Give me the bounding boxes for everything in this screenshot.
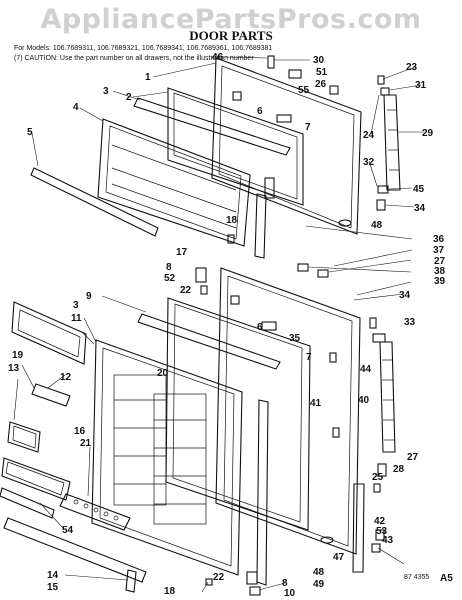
page-title: DOOR PARTS [189, 28, 273, 43]
callout-22: 22 [180, 285, 192, 296]
door-shelf-bin-small [7, 421, 41, 453]
corner-mark: A5 [440, 573, 453, 584]
callout-16: 16 [74, 426, 86, 437]
callout-52: 52 [164, 273, 176, 284]
callout-15: 15 [47, 582, 59, 593]
callout-11: 11 [71, 313, 82, 324]
callout-54: 54 [62, 525, 74, 536]
callout-19: 19 [12, 350, 24, 361]
callout-40: 40 [358, 395, 370, 406]
callout-27b: 27 [407, 452, 419, 463]
corner-code: 87 4355 [404, 574, 429, 581]
callout-22b: 22 [213, 572, 225, 583]
callout-37: 37 [433, 245, 445, 256]
watermark: AppliancePartsPros.com [40, 4, 422, 35]
lower-door-handle [352, 317, 396, 573]
callout-17: 17 [176, 247, 188, 258]
callout-34b: 34 [399, 290, 411, 301]
callout-32: 32 [363, 157, 375, 168]
callout-33: 33 [404, 317, 416, 328]
callout-14: 14 [47, 570, 59, 581]
callout-3b: 3 [73, 300, 79, 311]
callout-34: 34 [414, 203, 426, 214]
callout-9: 9 [86, 291, 92, 302]
door-shelf-rail [0, 487, 55, 519]
callout-labels: 46 30 51 26 1 55 23 31 2 3 6 7 4 24 29 5… [8, 52, 446, 599]
callout-18b: 18 [164, 586, 176, 597]
callout-48b: 48 [313, 567, 325, 578]
callout-6: 6 [257, 106, 263, 117]
callout-45: 45 [413, 184, 425, 195]
upper-breaker-strip [133, 97, 291, 156]
callout-35: 35 [289, 333, 301, 344]
callout-46: 46 [212, 52, 224, 63]
callout-28: 28 [393, 464, 405, 475]
callout-55: 55 [298, 85, 310, 96]
dairy-door-assembly [11, 301, 87, 365]
callout-41: 41 [310, 398, 322, 409]
callout-51: 51 [316, 67, 328, 78]
callout-27: 27 [434, 256, 446, 267]
callout-29: 29 [422, 128, 434, 139]
callout-38: 38 [434, 266, 446, 277]
egg-tray [59, 493, 131, 531]
callout-24: 24 [363, 130, 375, 141]
callout-20: 20 [157, 368, 169, 379]
callout-31: 31 [415, 80, 427, 91]
callout-2: 2 [126, 92, 132, 103]
callout-25: 25 [372, 472, 384, 483]
lower-breaker-strip [137, 313, 281, 370]
callout-30: 30 [313, 55, 325, 66]
callout-12: 12 [60, 372, 72, 383]
callout-13: 13 [8, 363, 20, 374]
lower-trim-strip [256, 399, 269, 586]
callout-39: 39 [434, 276, 446, 287]
callout-1: 1 [145, 72, 151, 83]
callout-7b: 7 [306, 352, 312, 363]
lower-shelf-rail [3, 517, 147, 593]
callout-3: 3 [103, 86, 109, 97]
callout-5: 5 [27, 127, 33, 138]
upper-door-shelf-rail [30, 167, 159, 237]
callout-44: 44 [360, 364, 372, 375]
upper-hinge-parts [232, 55, 339, 199]
note-line: (7) CAUTION: Use the part number on all … [14, 55, 254, 62]
butter-compartment-door [31, 383, 71, 407]
lower-door-liner [91, 339, 243, 576]
models-line: For Models: 106.7689311, 106.7689321, 10… [14, 45, 273, 52]
upper-trim-strip [254, 193, 267, 259]
door-shelf-bin [1, 457, 71, 501]
upper-door-gasket [167, 87, 304, 206]
lower-hinge-parts [195, 263, 340, 596]
callout-4: 4 [73, 102, 79, 113]
upper-outer-door-panel [211, 57, 362, 235]
callout-42: 42 [374, 516, 386, 527]
lower-outer-door-panel [215, 267, 361, 555]
callout-23: 23 [406, 62, 418, 73]
callout-18: 18 [226, 215, 238, 226]
callout-47: 47 [333, 552, 345, 563]
callout-21: 21 [80, 438, 92, 449]
callout-43: 43 [382, 535, 394, 546]
callout-49: 49 [313, 579, 325, 590]
callout-26: 26 [315, 79, 327, 90]
callout-36: 36 [433, 234, 445, 245]
callout-8b: 8 [282, 578, 288, 589]
callout-8: 8 [166, 262, 172, 273]
callout-10: 10 [284, 588, 296, 599]
leader-lines [13, 56, 424, 593]
callout-7: 7 [305, 122, 311, 133]
upper-door-handle [227, 75, 401, 244]
callout-6b: 6 [257, 322, 263, 333]
callout-53: 53 [376, 526, 388, 537]
callout-48: 48 [371, 220, 383, 231]
upper-door-liner [97, 118, 251, 247]
